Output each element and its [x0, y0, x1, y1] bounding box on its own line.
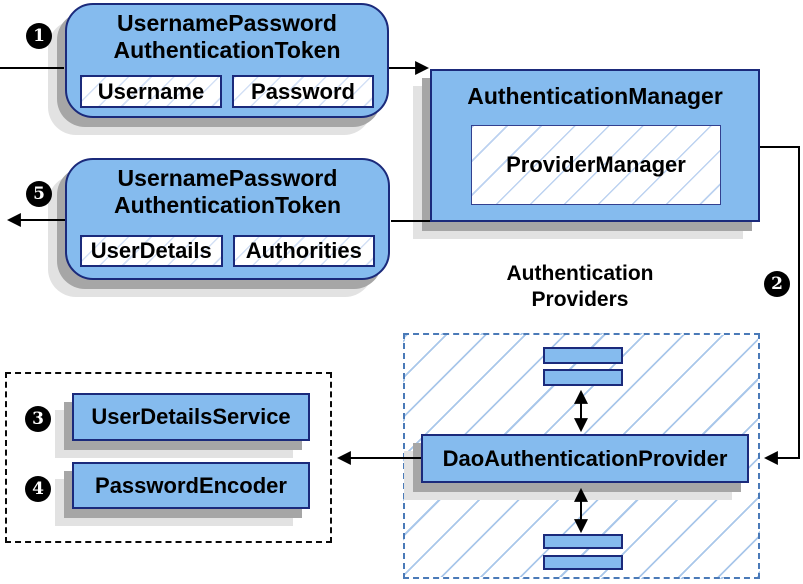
request-token-fields: Username Password — [80, 75, 374, 108]
provider-list-bar-top-2 — [543, 369, 623, 386]
password-encoder-box: PasswordEncoder — [72, 462, 310, 509]
step-2-badge: 2 — [764, 271, 790, 297]
authentication-manager-title: AuthenticationManager — [467, 83, 723, 109]
request-token-box: UsernamePassword AuthenticationToken Use… — [65, 3, 389, 118]
user-details-field: UserDetails — [80, 235, 223, 267]
provider-list-bar-bottom-2 — [543, 555, 623, 570]
request-token-title-line2: AuthenticationToken — [113, 37, 341, 63]
username-field: Username — [80, 75, 222, 108]
response-token-title: UsernamePassword AuthenticationToken — [67, 160, 388, 219]
response-token-box: UsernamePassword AuthenticationToken Use… — [65, 158, 390, 280]
password-field: Password — [232, 75, 374, 108]
step-4-badge: 4 — [25, 476, 51, 502]
response-token-title-line2: AuthenticationToken — [113, 192, 341, 218]
response-token-title-line1: UsernamePassword — [117, 165, 338, 191]
authentication-providers-label: Authentication Providers — [450, 261, 710, 313]
provider-list-bar-top-1 — [543, 347, 623, 364]
provider-manager-box: ProviderManager — [471, 125, 721, 205]
services-container — [5, 372, 332, 543]
authentication-providers-label-line1: Authentication — [506, 262, 654, 285]
request-token-title: UsernamePassword AuthenticationToken — [67, 5, 387, 64]
step-3-badge: 3 — [25, 406, 51, 432]
response-token-fields: UserDetails Authorities — [80, 235, 375, 267]
step-5-badge: 5 — [26, 181, 52, 207]
step-1-badge: 1 — [26, 23, 52, 49]
dao-authentication-provider-box: DaoAuthenticationProvider — [421, 434, 749, 483]
authentication-manager-box: AuthenticationManager ProviderManager — [430, 69, 760, 222]
authentication-providers-label-line2: Providers — [531, 288, 629, 311]
provider-list-bar-bottom-1 — [543, 534, 623, 549]
authorities-field: Authorities — [232, 235, 375, 267]
user-details-service-box: UserDetailsService — [72, 393, 310, 441]
manager-to-provider-elbow-arrow — [760, 146, 800, 465]
request-token-title-line1: UsernamePassword — [117, 10, 337, 36]
